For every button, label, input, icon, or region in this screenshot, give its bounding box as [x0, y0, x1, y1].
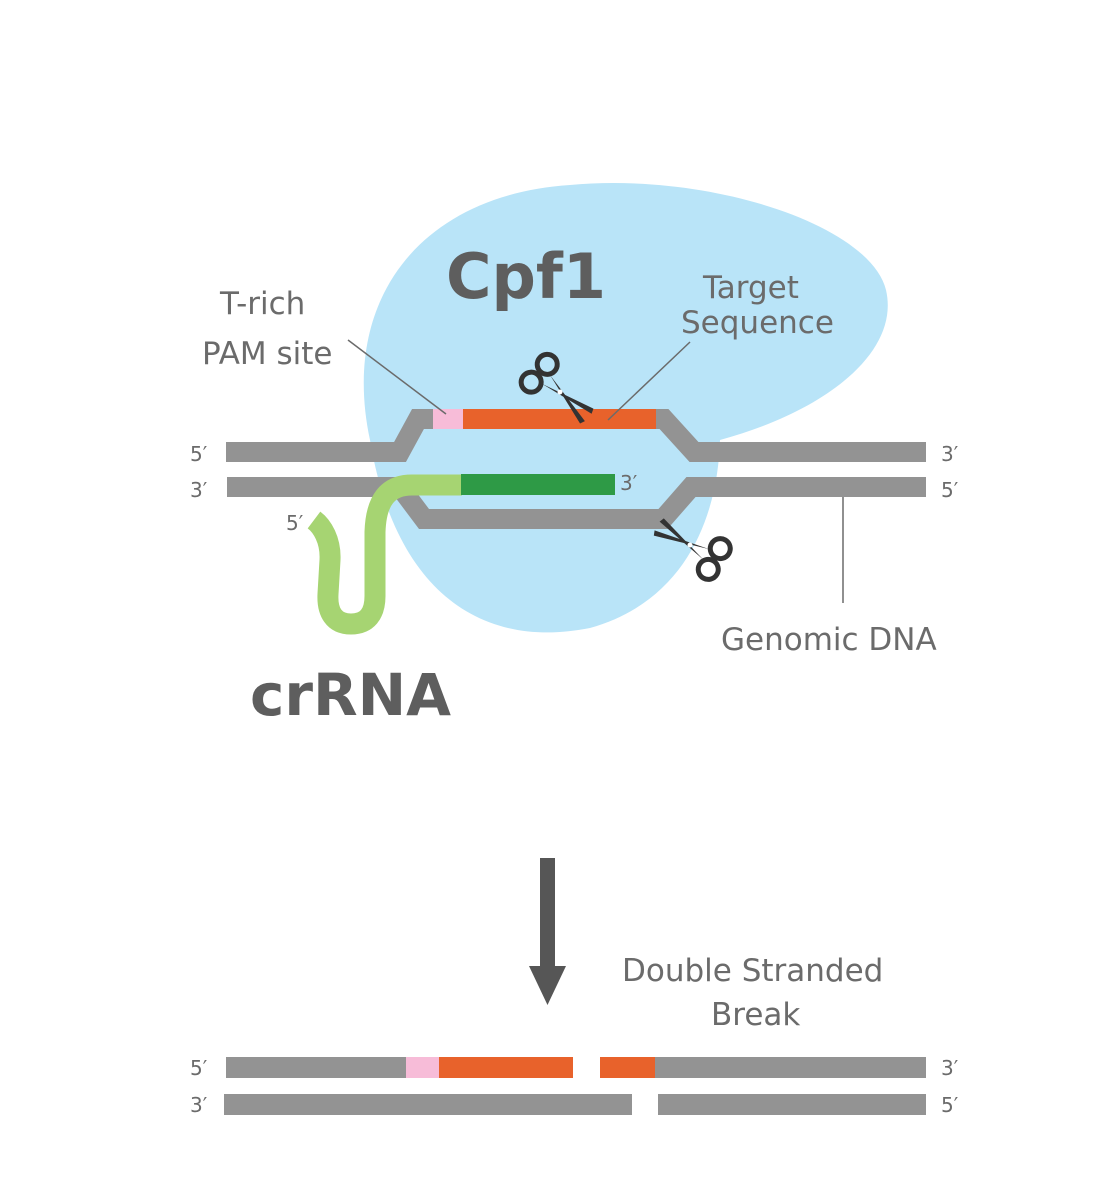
arrow-shaft: [540, 858, 555, 970]
pam-label-line1: T-rich: [219, 286, 305, 322]
target-pointer-line: [607, 341, 691, 421]
target-label-line1: Target: [702, 270, 799, 306]
target-label-line2: Sequence: [681, 305, 834, 341]
crrna-label: crRNA: [250, 661, 451, 729]
result-target-left-segment: [439, 1057, 573, 1078]
pam-pointer-line: [347, 339, 447, 415]
end-label-crrna-5prime: 5′: [286, 511, 304, 535]
result-bottom-left-strand: [224, 1094, 632, 1115]
arrow-down-icon: [529, 966, 566, 1005]
dna-bottom-strand: [227, 477, 926, 529]
end-label-guide-3prime: 3′: [620, 471, 638, 495]
end-label-bottom-left: 3′: [190, 478, 208, 502]
pam-site-segment: [433, 409, 463, 429]
target-sequence-segment: [463, 409, 656, 429]
result-pam-segment: [406, 1057, 439, 1078]
end-label-top-left: 5′: [190, 442, 208, 466]
end-label-result-bottom-right: 5′: [941, 1093, 959, 1117]
result-bottom-right-strand: [658, 1094, 926, 1115]
genomic-dna-label: Genomic DNA: [721, 622, 937, 658]
crrna-guide-segment: [461, 474, 615, 495]
pam-label-line2: PAM site: [202, 336, 333, 372]
cpf1-protein: [363, 183, 888, 633]
result-top-left-strand: [226, 1057, 406, 1078]
end-label-result-top-left: 5′: [190, 1056, 208, 1080]
protein-label: Cpf1: [446, 240, 606, 313]
result-target-right-segment: [600, 1057, 655, 1078]
end-label-result-top-right: 3′: [941, 1056, 959, 1080]
break-label-line2: Break: [711, 997, 800, 1033]
end-label-result-bottom-left: 3′: [190, 1093, 208, 1117]
end-label-top-right: 3′: [941, 442, 959, 466]
result-top-right-strand: [655, 1057, 926, 1078]
end-label-bottom-right: 5′: [941, 478, 959, 502]
crrna-tail: [307, 474, 462, 635]
break-label-line1: Double Stranded: [622, 953, 883, 989]
